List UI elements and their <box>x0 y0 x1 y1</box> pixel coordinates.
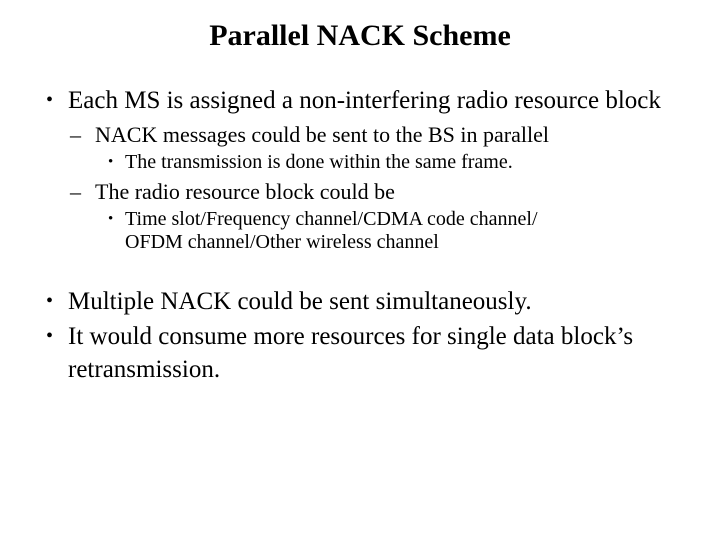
dash-marker: – <box>70 179 81 204</box>
bullet-item: • Multiple NACK could be sent simultaneou… <box>46 285 720 318</box>
bullet-item: • Time slot/Frequency channel/CDMA code c… <box>108 208 720 254</box>
bullet-item: • The transmission is done within the sam… <box>108 151 720 174</box>
bullet-marker: • <box>46 89 54 111</box>
bullet-text: The radio resource block could be <box>95 179 395 204</box>
bullet-text: Multiple NACK could be sent simultaneous… <box>68 288 532 315</box>
bullet-text: NACK messages could be sent to the BS in… <box>95 122 549 147</box>
slide-body: • Each MS is assigned a non-interfering r… <box>0 84 720 386</box>
bullet-text: The transmission is done within the same… <box>125 151 513 173</box>
bullet-item: –The radio resource block could be <box>70 178 720 205</box>
dash-marker: – <box>70 122 81 147</box>
bullet-marker: • <box>108 211 114 227</box>
bullet-item: –NACK messages could be sent to the BS i… <box>70 121 720 148</box>
bullet-marker: • <box>46 325 54 347</box>
slide-title: Parallel NACK Scheme <box>209 19 511 52</box>
bullet-text: It would consume more resources for sing… <box>68 323 634 383</box>
bullet-item: • It would consume more resources for sin… <box>46 320 720 386</box>
bullet-marker: • <box>108 154 114 170</box>
bullet-text: Time slot/Frequency channel/CDMA code ch… <box>125 208 538 253</box>
bullet-marker: • <box>46 290 54 312</box>
bullet-item: • Each MS is assigned a non-interfering r… <box>46 84 720 117</box>
bullet-text: Each MS is assigned a non-interfering ra… <box>68 87 661 114</box>
